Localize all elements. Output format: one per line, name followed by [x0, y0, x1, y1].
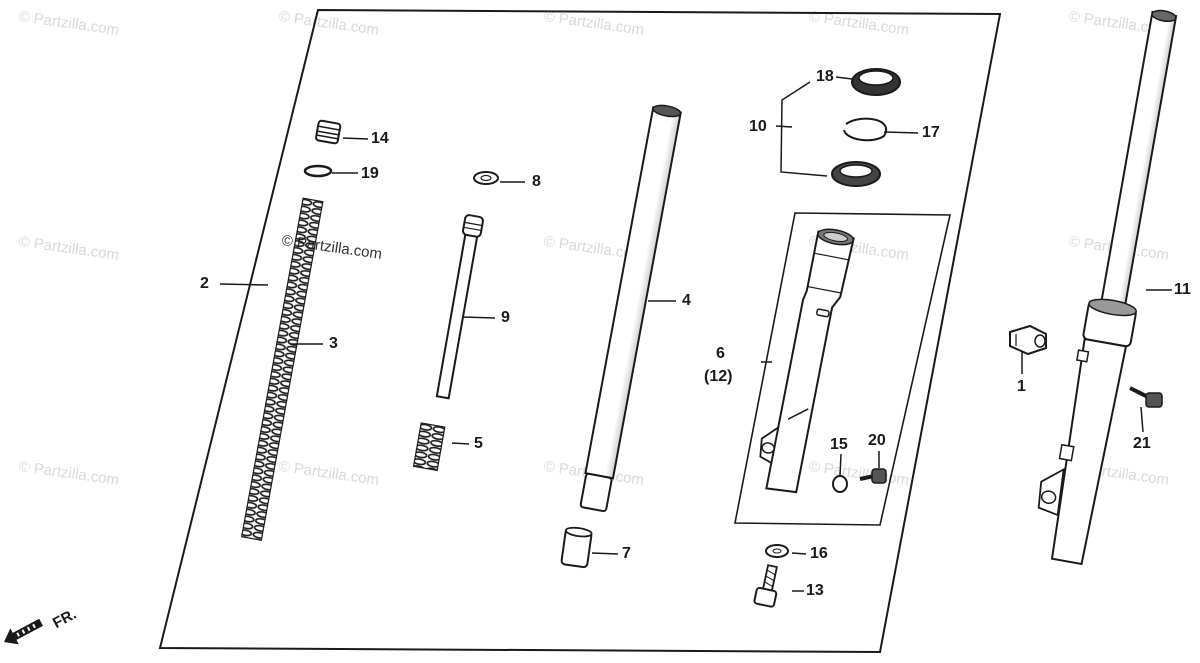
front-direction-arrow	[4, 618, 43, 645]
callout-6: 6	[716, 345, 725, 362]
callout-21: 21	[1133, 435, 1151, 452]
mount-bolt-part	[1129, 386, 1163, 408]
callout-3: 3	[329, 335, 338, 352]
fork-spring-part	[240, 197, 324, 541]
callout-14: 14	[371, 130, 389, 147]
seal-clip-part	[843, 117, 888, 142]
leader-lines	[219, 76, 1172, 592]
callout-20: 20	[868, 432, 886, 449]
socket-bolt-part	[753, 564, 778, 608]
fork-bolt-part	[315, 119, 342, 145]
washer-part	[473, 171, 499, 185]
fork-pipe-part	[579, 104, 682, 513]
oil-seal-bracket	[780, 81, 828, 177]
fork-case-frame	[734, 212, 951, 526]
bolt-washer-part	[765, 544, 789, 558]
rebound-spring-part	[412, 422, 446, 472]
callout-1: 1	[1017, 378, 1026, 395]
callout-10: 10	[749, 118, 767, 135]
front-fork-assembly-part	[1037, 9, 1178, 566]
fork-clamp-part	[1009, 324, 1047, 356]
callout-9: 9	[501, 309, 510, 326]
callout-6-alt: (12)	[704, 368, 733, 385]
callout-18: 18	[816, 68, 834, 85]
callout-15: 15	[830, 436, 848, 453]
callout-17: 17	[922, 124, 940, 141]
callout-16: 16	[810, 545, 828, 562]
dust-seal-part	[851, 68, 901, 96]
callout-13: 13	[806, 582, 824, 599]
callout-8: 8	[532, 173, 541, 190]
callout-19: 19	[361, 165, 379, 182]
callout-2: 2	[200, 275, 209, 292]
callout-5: 5	[474, 435, 483, 452]
callout-7: 7	[622, 545, 631, 562]
gasket-part	[832, 475, 848, 493]
fork-slider-part	[759, 228, 855, 494]
o-ring-part	[303, 164, 333, 178]
damper-rod-part	[435, 214, 484, 400]
assembly-frame	[158, 8, 1002, 654]
oil-lock-piece-part	[560, 526, 593, 569]
drain-bolt-part	[859, 468, 887, 484]
callout-4: 4	[682, 292, 691, 309]
callout-11: 11	[1174, 281, 1191, 298]
oil-seal-part	[831, 161, 881, 187]
